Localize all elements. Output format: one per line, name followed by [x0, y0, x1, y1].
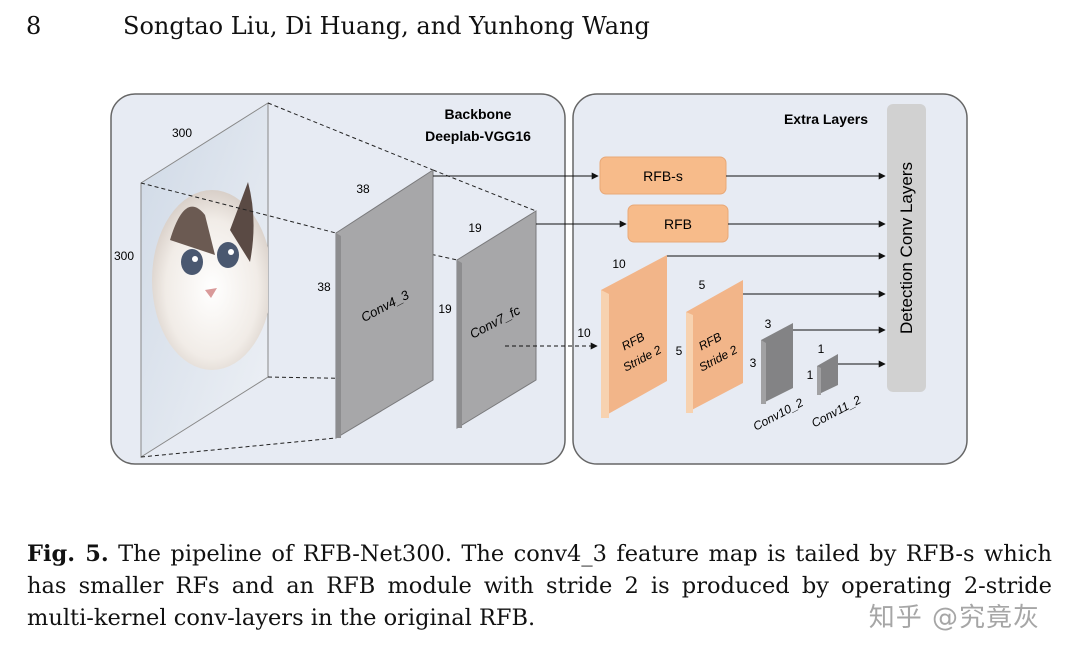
rfb-pipeline-figure: Backbone Deeplab-VGG16 Extra Layers 300 …	[110, 93, 968, 465]
rfb-stride2-a-top: 10	[612, 257, 626, 271]
input-image	[140, 102, 269, 458]
flow-arrows	[433, 172, 886, 368]
conv4-3-block	[335, 169, 434, 439]
detection-conv-layers	[887, 104, 926, 392]
figure-label: Fig. 5.	[27, 541, 109, 567]
projection-lines	[140, 102, 537, 458]
conv11-2-top: 1	[818, 342, 825, 356]
conv10-2-side: 3	[750, 356, 757, 370]
conv10-2-top: 3	[765, 317, 772, 331]
input-width-label: 300	[172, 126, 192, 140]
rfb-label: RFB	[664, 216, 692, 232]
conv4-3-height: 38	[317, 280, 331, 294]
rfb-stride2-block-a	[601, 255, 667, 418]
figure-caption: Fig. 5. The pipeline of RFB-Net300. The …	[27, 538, 1052, 634]
author-line: Songtao Liu, Di Huang, and Yunhong Wang	[123, 12, 650, 40]
conv7-fc-width: 19	[468, 221, 482, 235]
rfb-stride2-block-b	[686, 280, 743, 413]
conv7-fc-height: 19	[438, 302, 452, 316]
rfb-stride2-a-side: 10	[577, 326, 591, 340]
rfb-stride2-b-top: 5	[699, 278, 706, 292]
watermark: 知乎 @究竟灰	[868, 603, 1040, 633]
conv11-2-block	[817, 354, 838, 395]
conv11-2-side: 1	[807, 368, 814, 382]
conv7-fc-block	[456, 210, 537, 429]
caption-text: The pipeline of RFB-Net300. The conv4_3 …	[27, 541, 1052, 631]
conv10-2-block	[761, 323, 793, 404]
detection-conv-layers-label: Detection Conv Layers	[897, 162, 916, 334]
rfb-s-label: RFB-s	[643, 168, 683, 184]
page-number: 8	[26, 12, 42, 40]
backbone-subtitle: Deeplab-VGG16	[425, 128, 531, 144]
rfb-stride2-b-side: 5	[676, 344, 683, 358]
extra-layers-title: Extra Layers	[784, 111, 868, 127]
conv4-3-width: 38	[356, 182, 370, 196]
backbone-title: Backbone	[445, 106, 512, 122]
input-height-label: 300	[114, 249, 134, 263]
